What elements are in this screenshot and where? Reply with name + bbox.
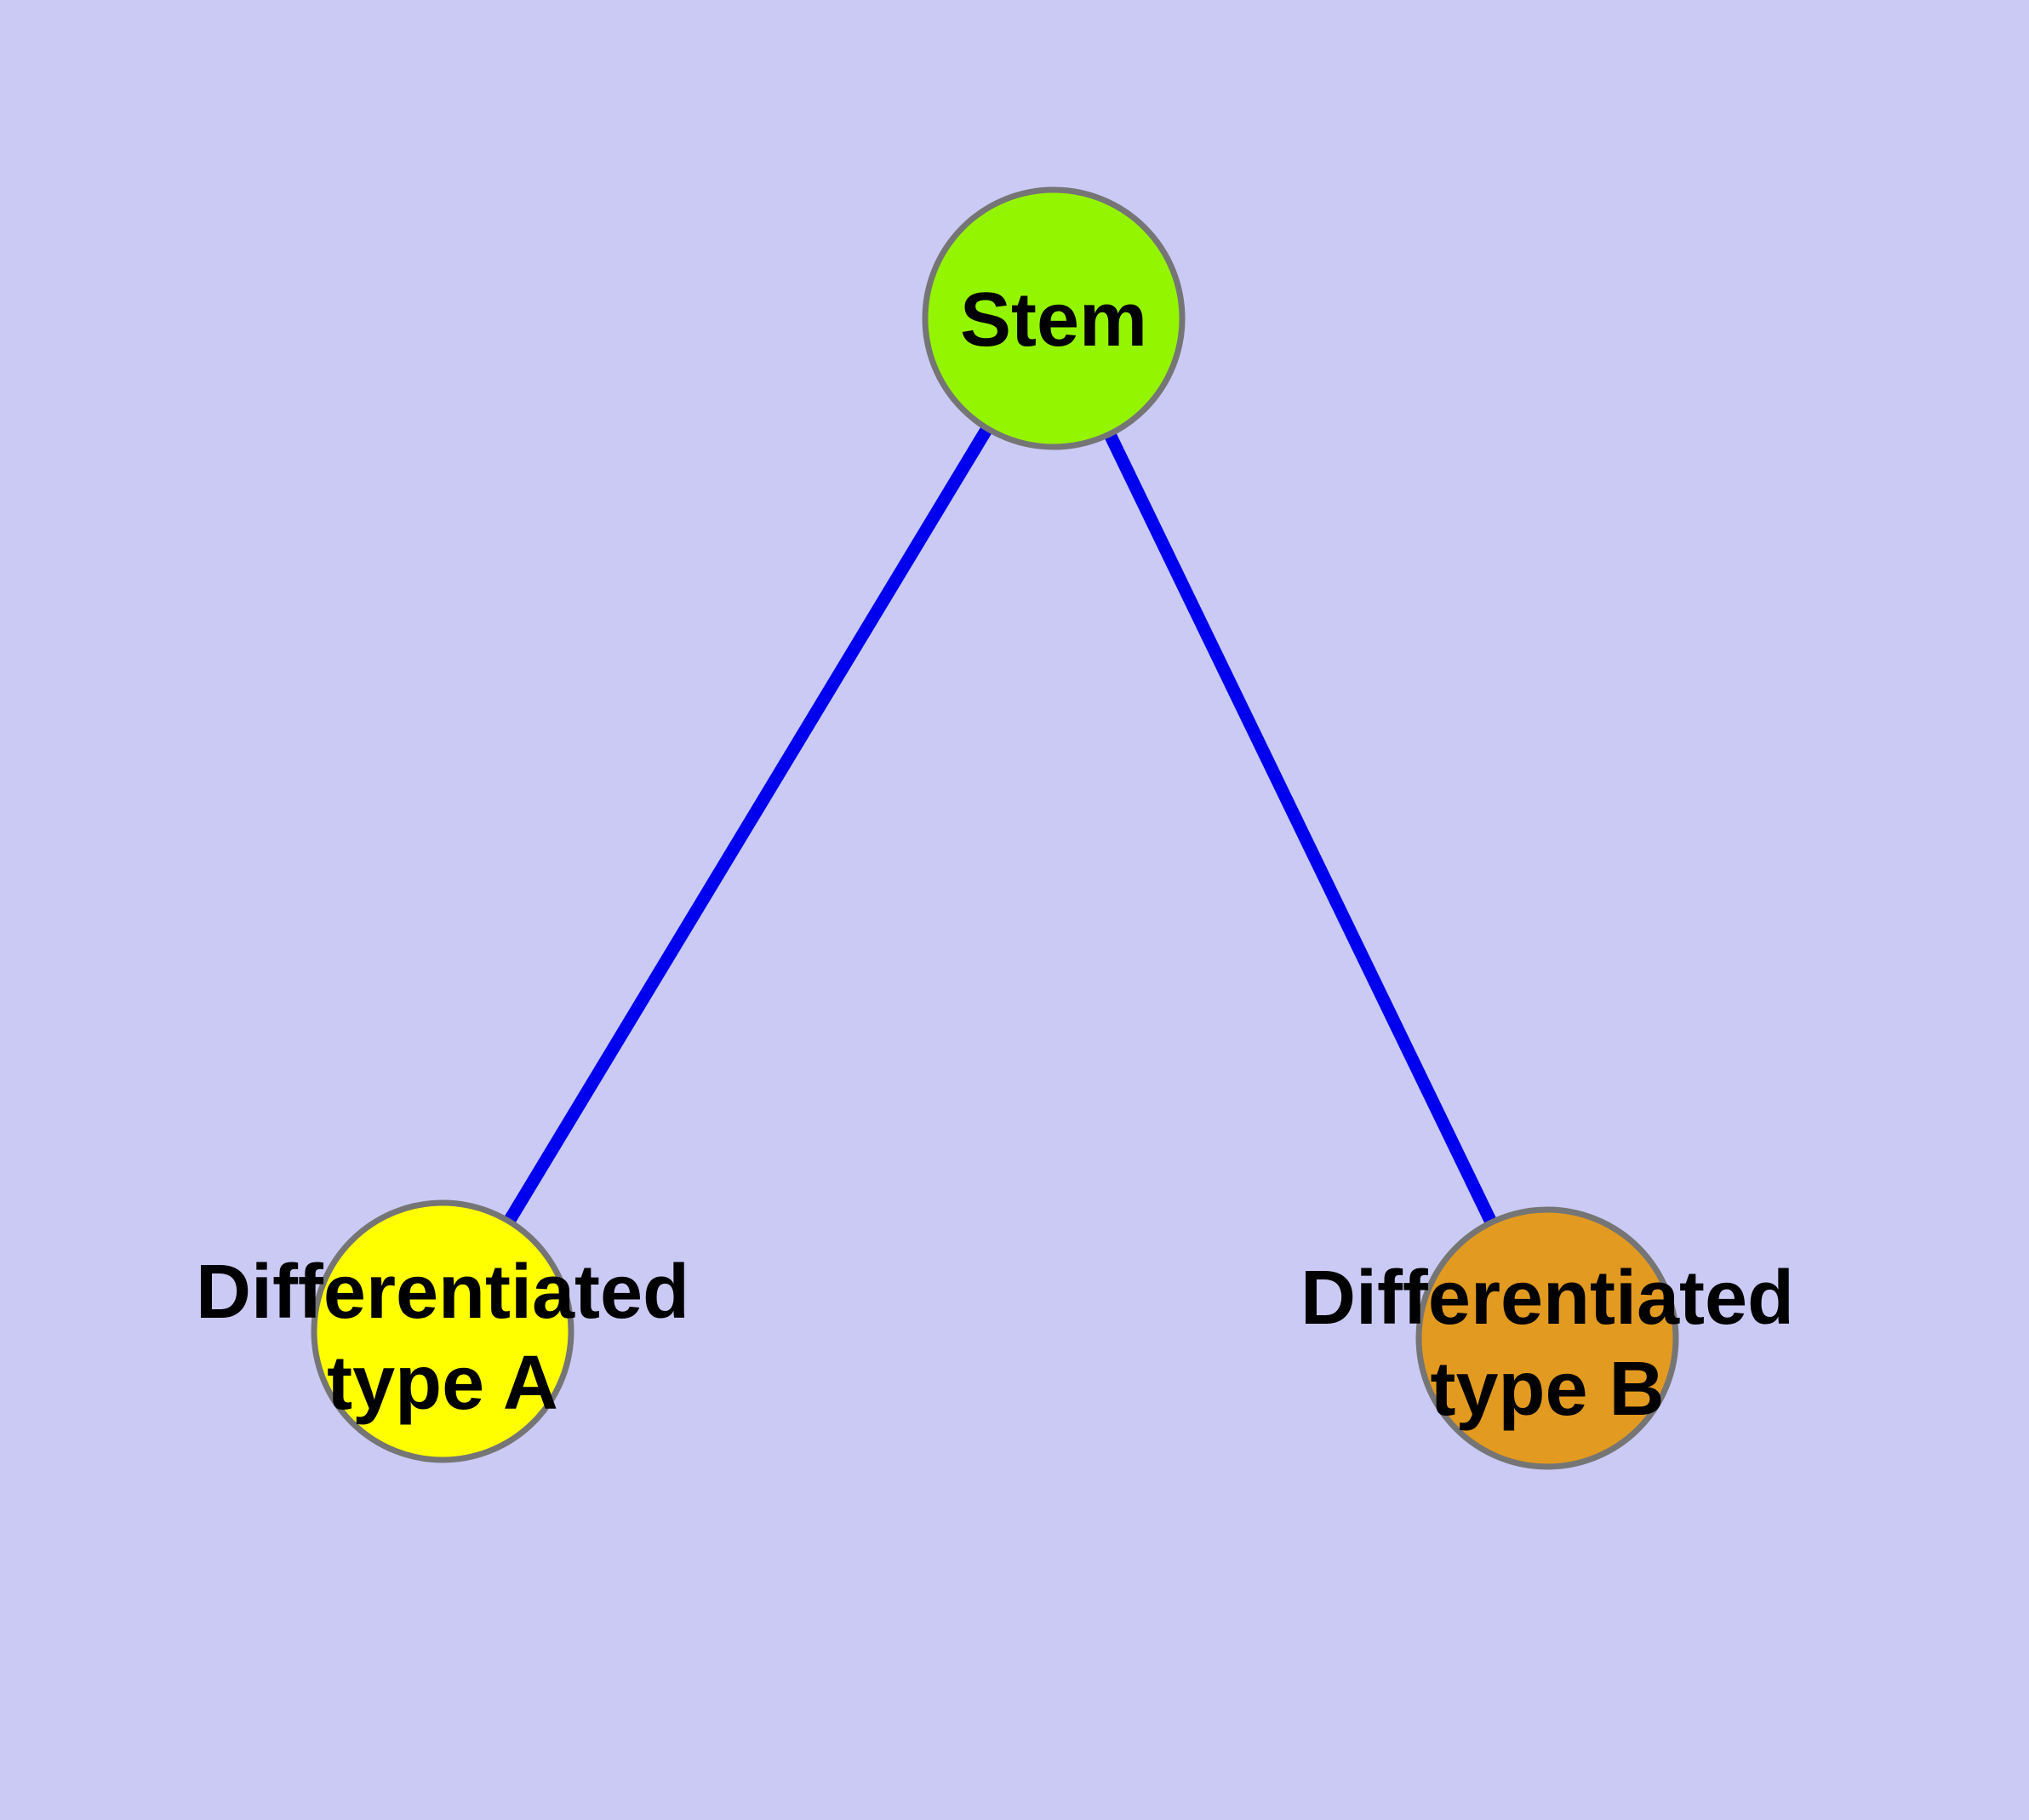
node-stem <box>922 186 1186 450</box>
node-type-a-label-line1: Differentiated <box>196 1250 689 1335</box>
edge-stem-to-type-b <box>1048 315 1553 1342</box>
node-differentiated-type-a <box>311 1199 574 1463</box>
node-type-b-label-line1: Differentiated <box>1300 1256 1794 1341</box>
node-type-b-label-line2: type B <box>1430 1347 1664 1432</box>
node-type-a-label-line2: type A <box>327 1341 558 1426</box>
node-stem-label: Stem <box>960 278 1147 363</box>
edge-stem-to-type-a <box>437 315 1060 1335</box>
node-differentiated-type-b <box>1415 1206 1679 1470</box>
